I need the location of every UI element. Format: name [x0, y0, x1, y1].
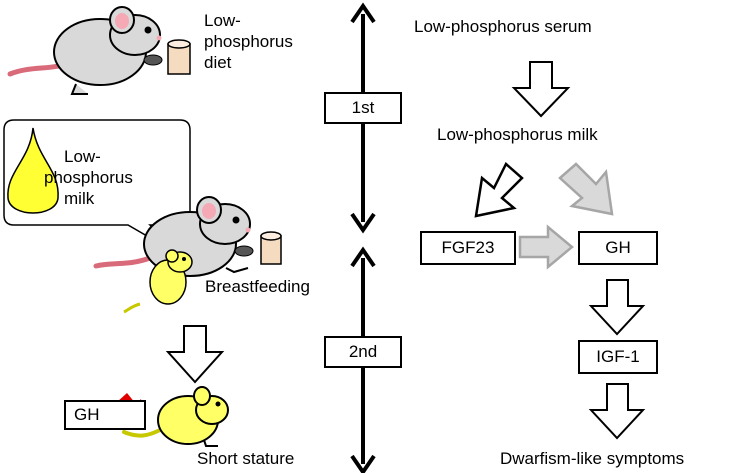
gray-arrow-milk-to-gh	[558, 162, 614, 216]
gh-badge-label: GH	[74, 405, 100, 424]
diet-label: Low- phosphorus diet	[204, 10, 293, 73]
generation-second-box: 2nd	[324, 336, 402, 368]
igf1-label: IGF-1	[596, 347, 640, 366]
mouse-pup-short	[122, 386, 229, 447]
igf1-box: IGF-1	[578, 340, 658, 374]
fgf23-box: FGF23	[420, 231, 516, 265]
food-pellet-middle	[260, 231, 282, 265]
mouse-adult-top	[7, 6, 163, 95]
milk-label-line: phosphorus	[44, 168, 133, 187]
outline-arrow-serum-to-milk	[511, 61, 571, 118]
food-pellet-top	[167, 39, 191, 75]
gh-badge: GH	[64, 400, 146, 430]
diet-label-line: phosphorus	[204, 32, 293, 51]
short-stature-label: Short stature	[197, 449, 295, 468]
gray-arrow-fgf23-to-gh	[518, 224, 574, 270]
milk-drop-icon	[7, 127, 59, 214]
generation-first-label: 1st	[351, 98, 375, 117]
symptoms-label: Dwarfism-like symptoms	[500, 449, 685, 468]
outline-arrow-milk-to-fgf23	[474, 161, 524, 218]
milk-label-line: milk	[64, 189, 95, 208]
milk-label: Low- phosphorus milk	[44, 146, 133, 209]
gh-box: GH	[578, 231, 658, 265]
milk-pathway-label: Low-phosphorus milk	[437, 125, 598, 144]
generation-first-box: 1st	[324, 92, 402, 124]
serum-label: Low-phosphorus serum	[414, 17, 592, 36]
outline-arrow-igf1-to-symptoms	[588, 383, 646, 440]
outline-arrow-gh-to-igf1	[588, 279, 646, 336]
diet-label-line: Low-	[204, 11, 241, 30]
outline-down-arrow-left	[165, 325, 225, 384]
breastfeeding-label: Breastfeeding	[205, 277, 310, 296]
generation-second-label: 2nd	[348, 342, 378, 361]
mouse-pup-nursing	[123, 249, 193, 314]
diet-label-line: diet	[204, 53, 232, 72]
gh-label: GH	[605, 238, 631, 257]
fgf23-label: FGF23	[441, 238, 495, 257]
milk-label-line: Low-	[64, 147, 101, 166]
